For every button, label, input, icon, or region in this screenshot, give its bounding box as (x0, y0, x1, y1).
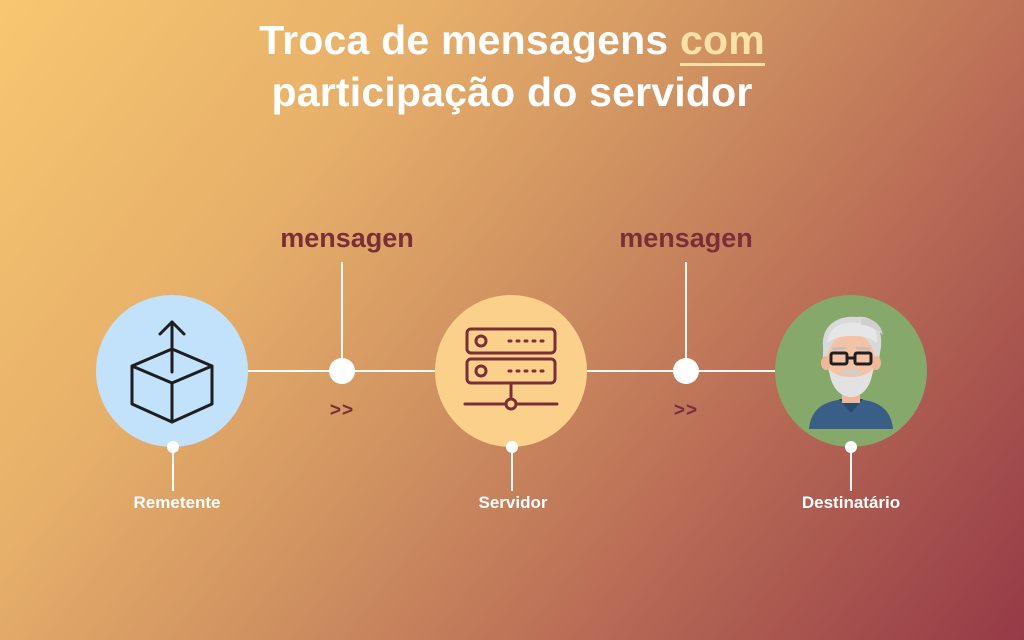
message-stem-1 (341, 262, 343, 370)
message-junction-dot-1 (329, 358, 355, 384)
sender-label-stem (172, 447, 174, 491)
title-line-1: Troca de mensagens com (0, 14, 1024, 66)
server-label-stem (511, 447, 513, 491)
sender-bottom-dot (167, 441, 179, 453)
message-label-1: mensagen (280, 223, 414, 253)
message-stem-2 (685, 262, 687, 370)
title-accent-word: com (679, 17, 765, 66)
diagram-title: Troca de mensagens com participação do s… (0, 14, 1024, 118)
title-line-2: participação do servidor (271, 69, 753, 115)
server-icon (463, 327, 559, 411)
direction-arrows-1: >> (329, 400, 355, 421)
message-label-2: mensagen (619, 223, 753, 253)
message-junction-dot-2 (673, 358, 699, 384)
elderly-man-avatar (809, 316, 893, 429)
node-server (435, 295, 587, 447)
recipient-bottom-dot (845, 441, 857, 453)
direction-arrows-2: >> (673, 400, 699, 421)
package-upload-icon (130, 320, 214, 424)
node-recipient (775, 295, 927, 447)
node-sender (96, 295, 248, 447)
node-label-sender: Remetente (133, 493, 221, 512)
node-label-recipient: Destinatário (801, 493, 901, 512)
server-bottom-dot (506, 441, 518, 453)
recipient-label-stem (850, 447, 852, 491)
node-label-server: Servidor (478, 493, 548, 512)
title-line-1-text: Troca de mensagens (259, 17, 669, 63)
